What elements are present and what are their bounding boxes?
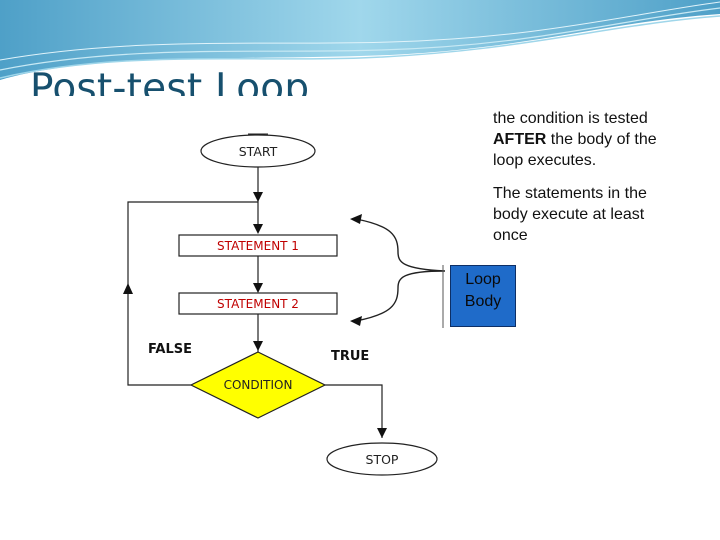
- stop-label: STOP: [366, 452, 399, 467]
- statement-2-label: STATEMENT 2: [217, 297, 299, 311]
- condition-label: CONDITION: [224, 378, 293, 392]
- statement-1-label: STATEMENT 1: [217, 239, 299, 253]
- loop-body-line-2: Body: [451, 291, 515, 313]
- description-condition-after: the condition is tested AFTER the body o…: [493, 108, 683, 171]
- loop-body-box: Loop Body: [450, 265, 516, 327]
- description-execute-once: The statements in the body execute at le…: [493, 183, 683, 246]
- description-1-start: the condition is tested: [493, 110, 648, 127]
- description-1-emphasis: AFTER: [493, 131, 546, 148]
- start-label: START: [239, 144, 278, 159]
- true-label: TRUE: [331, 349, 369, 364]
- false-label: FALSE: [148, 342, 192, 357]
- loop-body-line-1: Loop: [451, 269, 515, 291]
